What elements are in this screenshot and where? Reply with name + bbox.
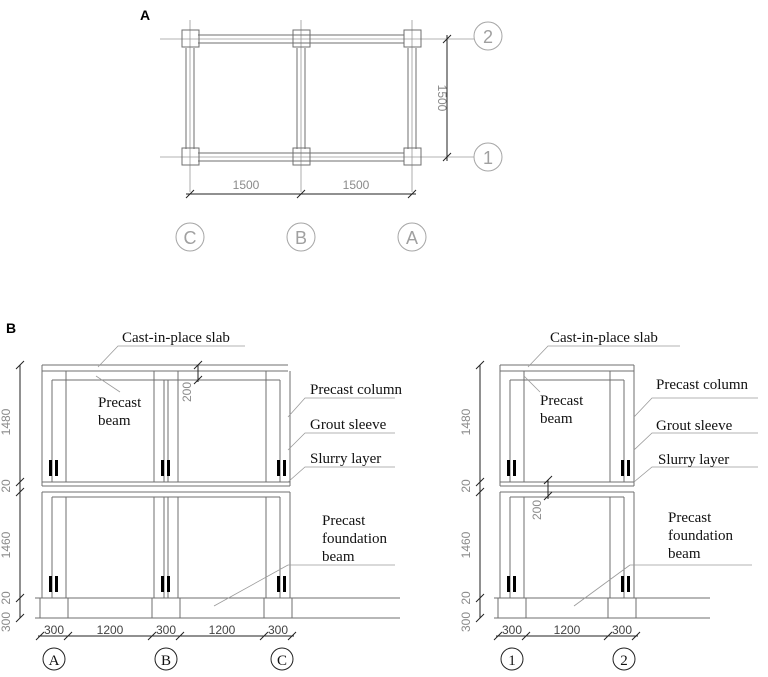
panel-a-letter: A bbox=[140, 7, 150, 23]
right-vdim-20a: 20 bbox=[459, 479, 473, 493]
left-label-beam-1: Precast bbox=[98, 395, 142, 411]
right-vdim-1480: 1480 bbox=[459, 408, 473, 435]
grid-bubble-1: 1 bbox=[483, 148, 493, 168]
plan-dim-y: 1500 bbox=[435, 85, 449, 112]
right-bdim-1: 300 bbox=[502, 623, 522, 637]
grid-bubble-b: B bbox=[295, 228, 307, 248]
right-label-beam-1: Precast bbox=[540, 393, 584, 409]
axis-bubble-a: A bbox=[49, 653, 60, 669]
right-beam-depth: 200 bbox=[530, 500, 544, 520]
left-vdim-1480: 1480 bbox=[0, 408, 13, 435]
plan-dim-x-1: 1500 bbox=[233, 178, 260, 192]
grid-bubble-c: C bbox=[184, 228, 197, 248]
elevation-right: 1480 20 1460 20 300 200 300 1200 300 1 2… bbox=[459, 330, 758, 671]
axis-bubble-1: 1 bbox=[508, 653, 516, 669]
left-vdim-20b: 20 bbox=[0, 591, 13, 605]
axis-bubble-b: B bbox=[161, 653, 171, 669]
left-bdim-1: 300 bbox=[44, 623, 64, 637]
right-vdim-20b: 20 bbox=[459, 591, 473, 605]
left-label-slab: Cast-in-place slab bbox=[122, 330, 230, 346]
right-vdim-300: 300 bbox=[459, 612, 473, 632]
plan-dim-x-2: 1500 bbox=[343, 178, 370, 192]
right-label-beam-2: beam bbox=[540, 411, 573, 427]
left-label-column: Precast column bbox=[310, 382, 403, 398]
right-label-slab: Cast-in-place slab bbox=[550, 330, 658, 346]
elevation-left: 1480 20 1460 20 300 200 300 1200 300 120… bbox=[0, 330, 403, 671]
left-beam-depth: 200 bbox=[180, 382, 194, 402]
right-bdim-2: 1200 bbox=[554, 623, 581, 637]
panel-b-letter: B bbox=[6, 320, 16, 336]
axis-bubble-2: 2 bbox=[620, 653, 628, 669]
left-label-beam-2: beam bbox=[98, 413, 131, 429]
right-bdim-3: 300 bbox=[612, 623, 632, 637]
plan-view: 1500 1500 1500 C B A 2 1 bbox=[160, 20, 503, 252]
left-vdim-300: 300 bbox=[0, 612, 13, 632]
left-bdim-4: 1200 bbox=[209, 623, 236, 637]
left-vdim-1460: 1460 bbox=[0, 531, 13, 558]
right-label-column: Precast column bbox=[656, 377, 749, 393]
left-label-slurry: Slurry layer bbox=[310, 451, 381, 467]
grid-bubble-a: A bbox=[406, 228, 418, 248]
right-label-found-2: foundation bbox=[668, 528, 733, 544]
right-label-slurry: Slurry layer bbox=[658, 452, 729, 468]
grid-bubble-2: 2 bbox=[483, 27, 493, 47]
left-label-sleeve: Grout sleeve bbox=[310, 417, 387, 433]
left-label-found-1: Precast bbox=[322, 513, 366, 529]
left-vdim-20a: 20 bbox=[0, 479, 13, 493]
axis-bubble-c: C bbox=[277, 653, 287, 669]
left-bdim-2: 1200 bbox=[97, 623, 124, 637]
left-bdim-5: 300 bbox=[268, 623, 288, 637]
right-label-found-3: beam bbox=[668, 546, 701, 562]
left-bdim-3: 300 bbox=[156, 623, 176, 637]
left-label-found-2: foundation bbox=[322, 531, 387, 547]
right-label-found-1: Precast bbox=[668, 510, 712, 526]
left-label-found-3: beam bbox=[322, 549, 355, 565]
right-vdim-1460: 1460 bbox=[459, 531, 473, 558]
right-label-sleeve: Grout sleeve bbox=[656, 418, 733, 434]
